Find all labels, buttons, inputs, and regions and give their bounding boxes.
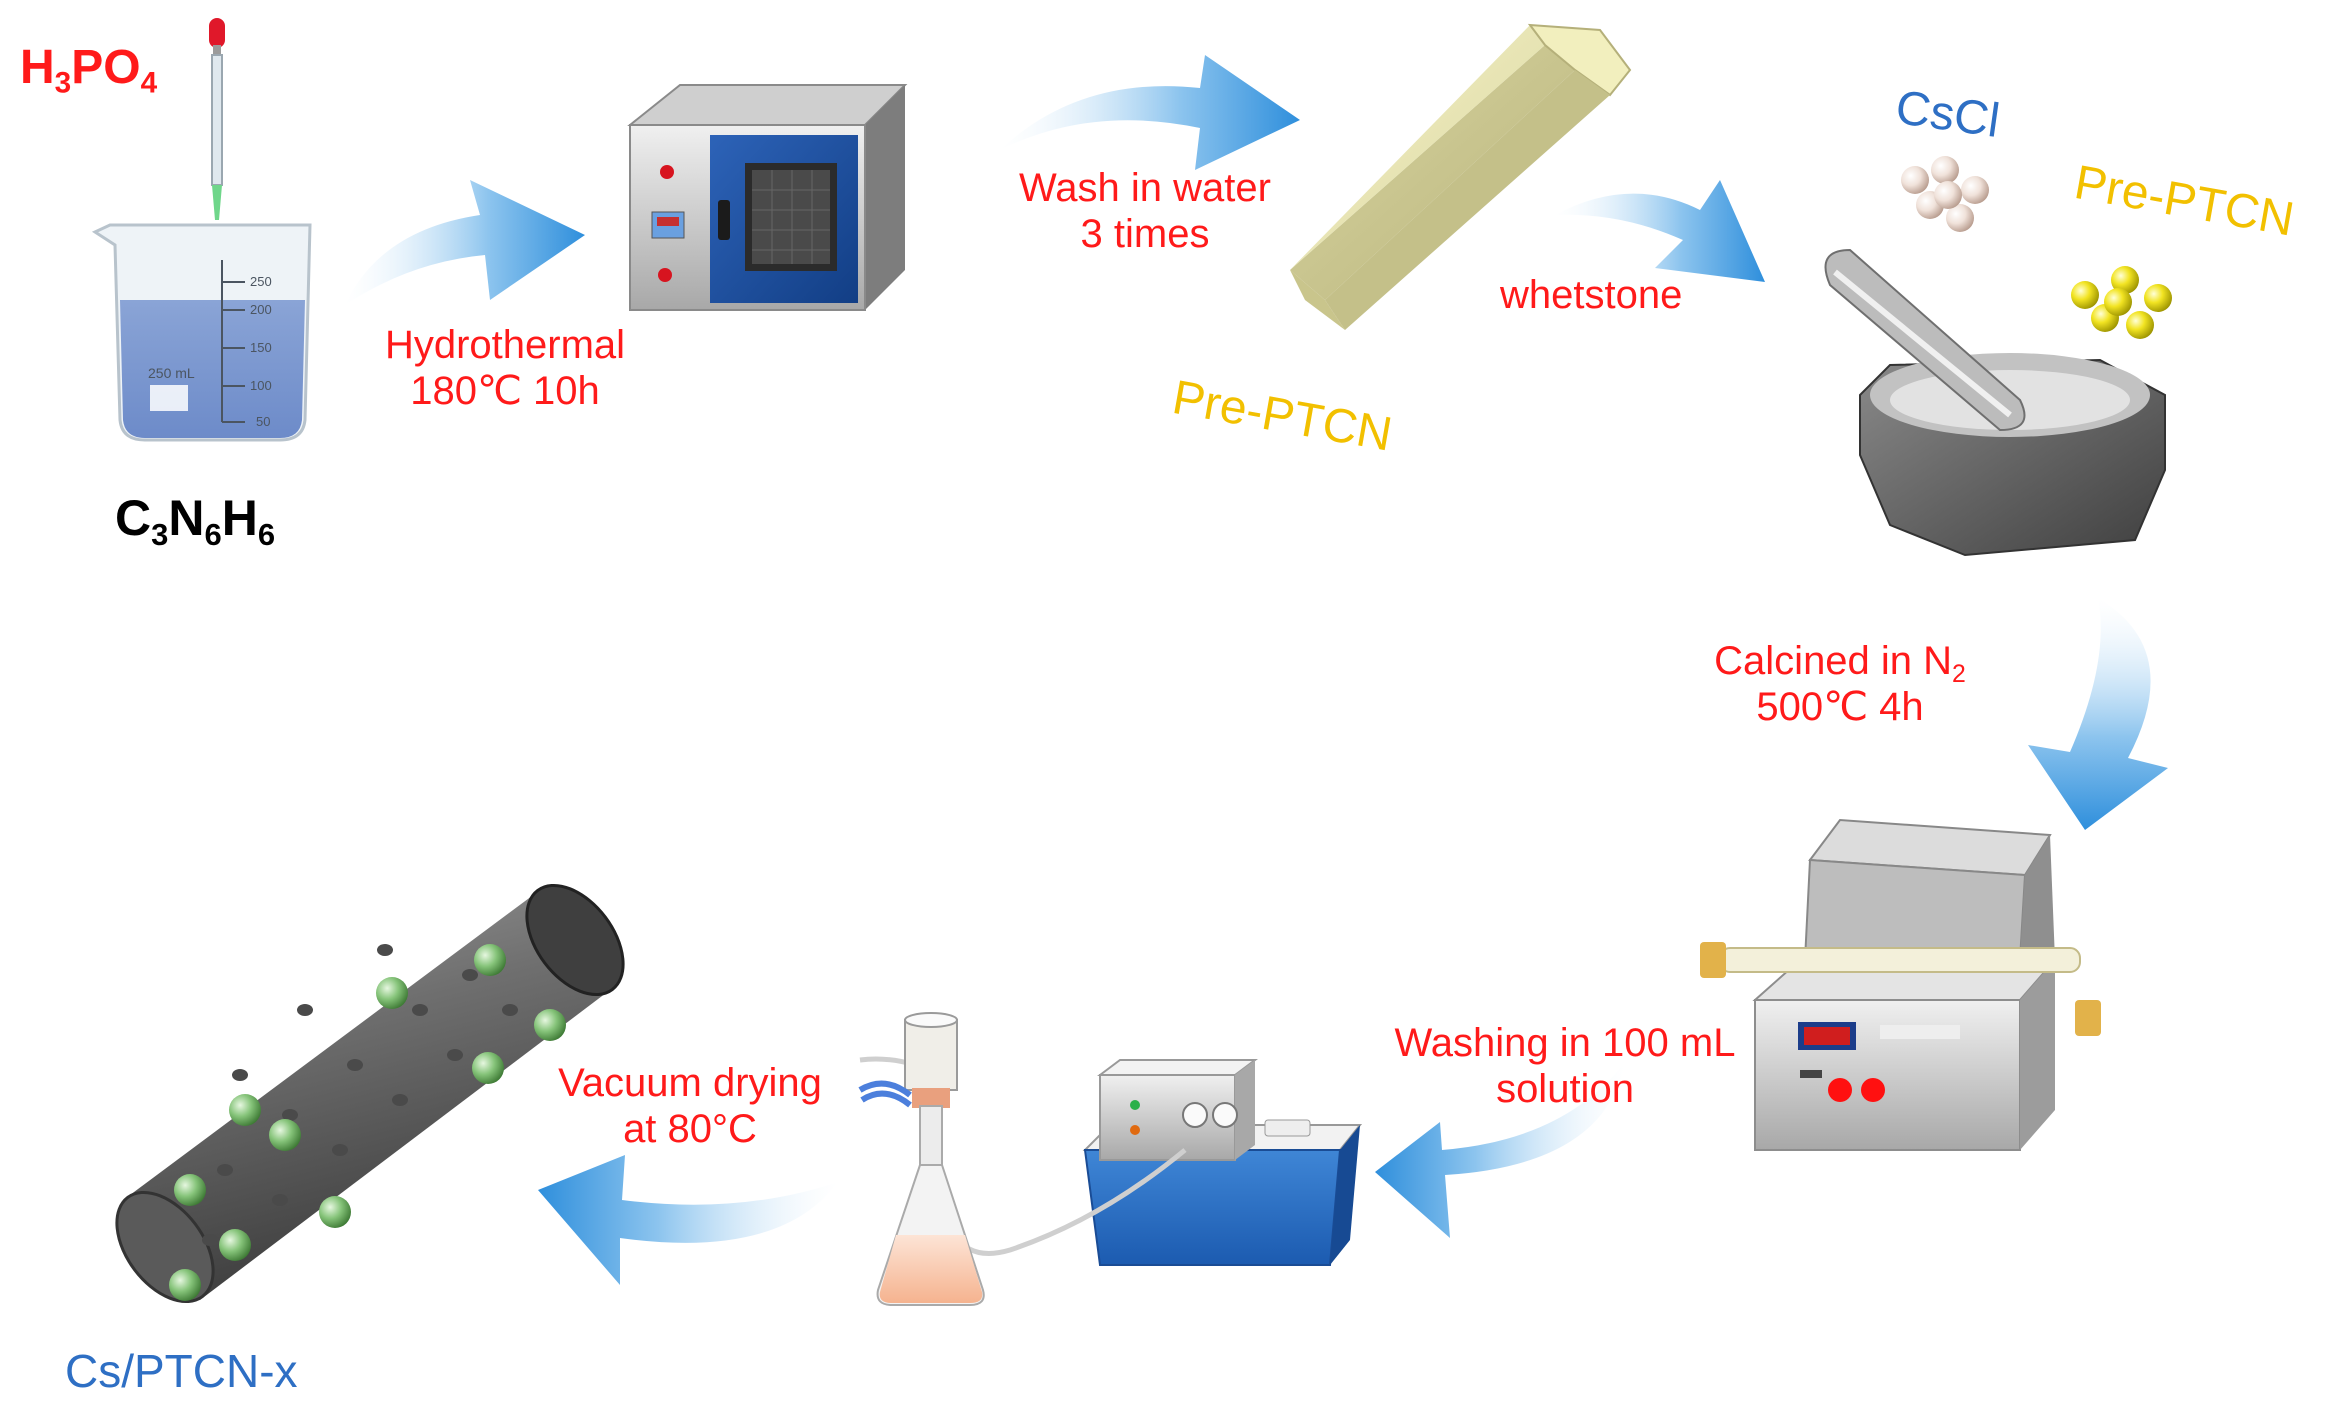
wash-line1: Wash in water bbox=[1019, 166, 1271, 210]
washing-line2: solution bbox=[1496, 1067, 1634, 1111]
pipette-tube bbox=[211, 54, 223, 186]
pipette-bulb bbox=[209, 18, 225, 48]
vacuum-drying-line2: at 80°C bbox=[623, 1107, 757, 1151]
arrow-6 bbox=[538, 1155, 838, 1285]
washing-label: Washing in 100 mL solution bbox=[1355, 1020, 1775, 1112]
svg-text:250: 250 bbox=[250, 274, 272, 289]
whetstone-label: whetstone bbox=[1500, 273, 1683, 317]
tube-furnace-illustration bbox=[1700, 818, 2101, 1151]
arrow-1 bbox=[345, 180, 585, 305]
hydrothermal-line2: 180℃ 10h bbox=[410, 369, 600, 413]
mortar-illustration bbox=[1824, 248, 2166, 557]
svg-text:100: 100 bbox=[250, 378, 272, 393]
cs-ptcn-tube-illustration bbox=[115, 883, 625, 1304]
vacuum-drying-label: Vacuum drying at 80°C bbox=[545, 1060, 835, 1152]
cs-ptcn-x-label: Cs/PTCN-x bbox=[65, 1345, 298, 1397]
calcined-label: Calcined in N2 500℃ 4h bbox=[1680, 638, 2000, 730]
arrow-5 bbox=[1375, 1062, 1625, 1238]
oven-illustration bbox=[627, 84, 908, 311]
beaker-illustration: 250 200 150 100 50 250 mL bbox=[91, 18, 312, 442]
calcined-line1: Calcined in N2 bbox=[1714, 639, 1966, 688]
h3po4-label: H3PO4 bbox=[20, 41, 158, 100]
c3n6h6-label: C3N6H6 bbox=[115, 490, 276, 552]
water-bath-illustration bbox=[859, 1056, 1363, 1266]
washing-line1: Washing in 100 mL bbox=[1394, 1021, 1736, 1065]
hydrothermal-line1: Hydrothermal bbox=[384, 323, 626, 367]
cscl-balls bbox=[1901, 156, 1989, 232]
flow-arrows bbox=[345, 55, 2168, 1285]
svg-text:250 mL: 250 mL bbox=[148, 365, 195, 381]
arrow-4 bbox=[2028, 598, 2168, 830]
crystal-rod-illustration bbox=[1290, 23, 1632, 330]
wash-line2: 3 times bbox=[1080, 212, 1210, 256]
svg-text:200: 200 bbox=[250, 302, 272, 317]
svg-text:50: 50 bbox=[256, 414, 270, 429]
vacuum-flask-illustration bbox=[858, 1012, 985, 1306]
vacuum-drying-line1: Vacuum drying bbox=[558, 1061, 822, 1105]
calcined-line2: 500℃ 4h bbox=[1756, 685, 1924, 729]
svg-text:150: 150 bbox=[250, 340, 272, 355]
arrow-2 bbox=[1000, 55, 1300, 170]
wash-label: Wash in water 3 times bbox=[975, 165, 1315, 257]
hydrothermal-label: Hydrothermal 180℃ 10h bbox=[355, 322, 655, 414]
arrow-3 bbox=[1555, 180, 1765, 282]
pre-ptcn-balls bbox=[2071, 266, 2172, 339]
